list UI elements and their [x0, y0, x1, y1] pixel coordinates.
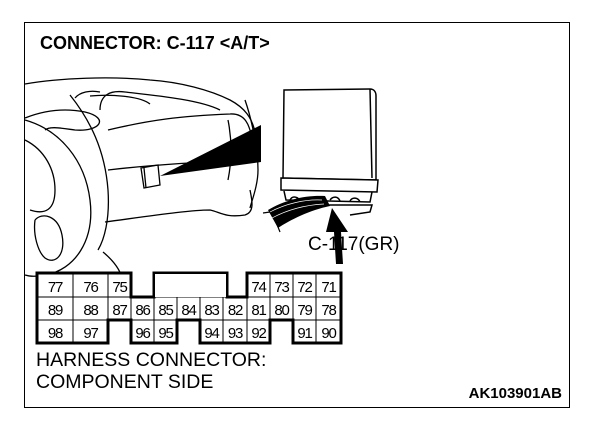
pin-number: 72 [297, 279, 312, 296]
pin-78: 78 [315, 296, 342, 321]
pin-number: 71 [321, 279, 336, 296]
pin-76: 76 [72, 272, 109, 298]
figure-code: AK103901AB [468, 385, 562, 402]
harness-bundle [262, 195, 330, 233]
harness-label-line1: HARNESS CONNECTOR: [36, 349, 267, 371]
pin-83: 83 [199, 296, 224, 321]
pin-number: 92 [251, 325, 266, 342]
pin-89: 89 [36, 296, 74, 321]
pointer-arrow [326, 208, 348, 264]
pin-number: 90 [321, 325, 336, 342]
pin-number: 93 [228, 325, 243, 342]
pin-73: 73 [269, 272, 294, 298]
pin-98: 98 [36, 319, 74, 344]
pin-93: 93 [222, 319, 248, 344]
pin-87: 87 [107, 296, 132, 321]
pin-number: 91 [297, 325, 312, 342]
pin-72: 72 [292, 272, 317, 298]
pin-82: 82 [222, 296, 248, 321]
pin-96: 96 [130, 319, 155, 344]
pin-number: 73 [274, 279, 289, 296]
pin-79: 79 [292, 296, 317, 321]
pin-number: 97 [83, 325, 98, 342]
pin-86: 86 [130, 296, 155, 321]
pin-number: 84 [181, 302, 196, 319]
pin-number: 76 [83, 279, 98, 296]
connector-callout-label: C-117(GR) [308, 234, 400, 255]
pin-number: 78 [321, 302, 336, 319]
pin-74: 74 [246, 272, 271, 298]
pin-number: 74 [251, 279, 266, 296]
pin-number: 98 [48, 325, 63, 342]
pin-number: 83 [204, 302, 219, 319]
connector-outline [35, 271, 343, 345]
pin-95: 95 [153, 319, 178, 344]
pin-number: 96 [135, 325, 150, 342]
pin-number: 81 [251, 302, 266, 319]
pin-71: 71 [315, 272, 342, 298]
pin-97: 97 [72, 319, 109, 344]
pin-77: 77 [36, 272, 74, 298]
pin-number: 95 [158, 325, 173, 342]
pin-number: 80 [274, 302, 289, 319]
pin-80: 80 [269, 296, 294, 321]
pin-number: 86 [135, 302, 150, 319]
harness-connector-label: HARNESS CONNECTOR: COMPONENT SIDE [36, 349, 266, 393]
pin-88: 88 [72, 296, 109, 321]
connector-title: CONNECTOR: C-117 <A/T> [40, 33, 270, 53]
pin-91: 91 [292, 319, 317, 344]
pin-81: 81 [246, 296, 271, 321]
pin-number: 94 [204, 325, 219, 342]
pin-90: 90 [315, 319, 342, 344]
figure-frame [24, 22, 570, 408]
pin-92: 92 [246, 319, 271, 344]
pin-number: 85 [158, 302, 173, 319]
connector-key-box [153, 272, 228, 297]
pin-number: 87 [112, 302, 127, 319]
pin-number: 89 [48, 302, 63, 319]
pin-85: 85 [153, 296, 178, 321]
pin-cell [315, 272, 342, 298]
pin-number: 75 [112, 279, 127, 296]
pin-number: 82 [228, 302, 243, 319]
harness-label-line2: COMPONENT SIDE [36, 371, 214, 393]
pointer-wedge [160, 125, 261, 176]
pin-number: 77 [48, 279, 63, 296]
control-unit-drawing [280, 88, 379, 216]
pin-number: 79 [297, 302, 312, 319]
pin-94: 94 [199, 319, 224, 344]
pin-84: 84 [176, 296, 201, 321]
pin-number: 88 [83, 302, 98, 319]
pin-75: 75 [107, 272, 132, 298]
